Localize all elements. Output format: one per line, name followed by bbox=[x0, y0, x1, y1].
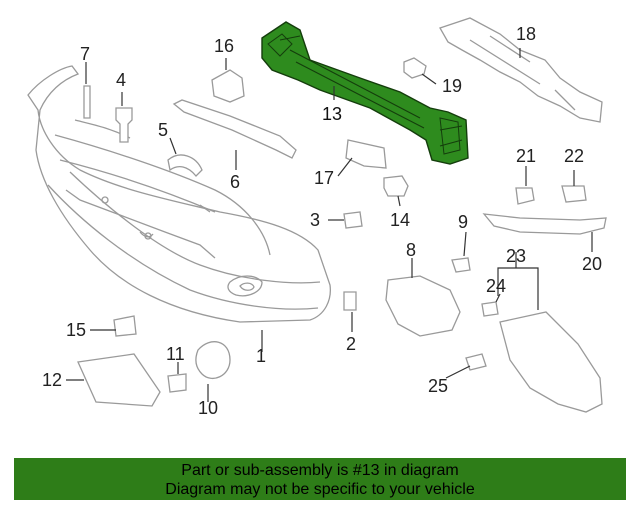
bolt-part-15 bbox=[113, 315, 137, 337]
callout-22: 22 bbox=[564, 146, 584, 166]
callout-12: 12 bbox=[42, 370, 62, 390]
callout-3: 3 bbox=[310, 210, 320, 230]
leader-lines bbox=[66, 48, 593, 402]
callout-25: 25 bbox=[428, 376, 448, 396]
callout-5: 5 bbox=[158, 120, 168, 140]
grommet-part-3 bbox=[343, 211, 363, 229]
fog-bezel-part-12 bbox=[77, 353, 161, 407]
callout-21: 21 bbox=[516, 146, 536, 166]
bolt-part-25 bbox=[465, 353, 487, 371]
callout-24: 24 bbox=[486, 276, 506, 296]
callout-8: 8 bbox=[406, 240, 416, 260]
fastener-part-19 bbox=[403, 57, 427, 79]
banner-line-2: Diagram may not be specific to your vehi… bbox=[165, 481, 475, 498]
bolt-part-21 bbox=[515, 187, 535, 205]
callout-18: 18 bbox=[516, 24, 536, 44]
callout-2: 2 bbox=[346, 334, 356, 354]
bolt-part-2 bbox=[343, 291, 357, 311]
screw-part-24 bbox=[481, 301, 499, 317]
callout-17: 17 bbox=[314, 168, 334, 188]
parts-diagram: 1 2 3 4 5 6 7 8 9 10 11 12 13 14 15 16 1… bbox=[27, 17, 607, 418]
banner-line-1: Part or sub-assembly is #13 in diagram bbox=[181, 462, 459, 479]
callout-9: 9 bbox=[458, 212, 468, 232]
clip-part-22 bbox=[561, 185, 587, 203]
bolt-part-9 bbox=[451, 257, 471, 273]
lower-bracket-part-20 bbox=[482, 213, 607, 235]
fog-lamp-part-23 bbox=[499, 311, 603, 413]
screw-part-11 bbox=[167, 373, 187, 393]
callout-19: 19 bbox=[442, 76, 462, 96]
callout-20: 20 bbox=[582, 254, 602, 274]
bracket-part-17 bbox=[345, 139, 387, 169]
info-banner: Part or sub-assembly is #13 in diagram D… bbox=[14, 458, 626, 500]
bolt-part-4 bbox=[115, 107, 133, 143]
callout-7: 7 bbox=[80, 44, 90, 64]
callout-4: 4 bbox=[116, 70, 126, 90]
callout-14: 14 bbox=[390, 210, 410, 230]
callout-6: 6 bbox=[230, 172, 240, 192]
bolt-part-14 bbox=[383, 175, 409, 197]
callout-10: 10 bbox=[198, 398, 218, 418]
fog-lamp-part-10 bbox=[195, 341, 231, 379]
callout-15: 15 bbox=[66, 320, 86, 340]
reinforcement-beam-part-13 bbox=[261, 21, 469, 165]
bracket-part-8 bbox=[385, 275, 461, 337]
spacer-part-5 bbox=[167, 154, 203, 177]
callout-13: 13 bbox=[322, 104, 342, 124]
pin-part-7 bbox=[83, 85, 91, 119]
upper-bracket-part-18 bbox=[439, 17, 603, 123]
callout-23: 23 bbox=[506, 246, 526, 266]
callout-16: 16 bbox=[214, 36, 234, 56]
callout-11: 11 bbox=[166, 344, 185, 364]
clip-part-16 bbox=[211, 69, 245, 103]
bumper-cover-part bbox=[27, 65, 331, 323]
upper-support-part-6 bbox=[172, 99, 297, 159]
callout-1: 1 bbox=[256, 346, 266, 366]
